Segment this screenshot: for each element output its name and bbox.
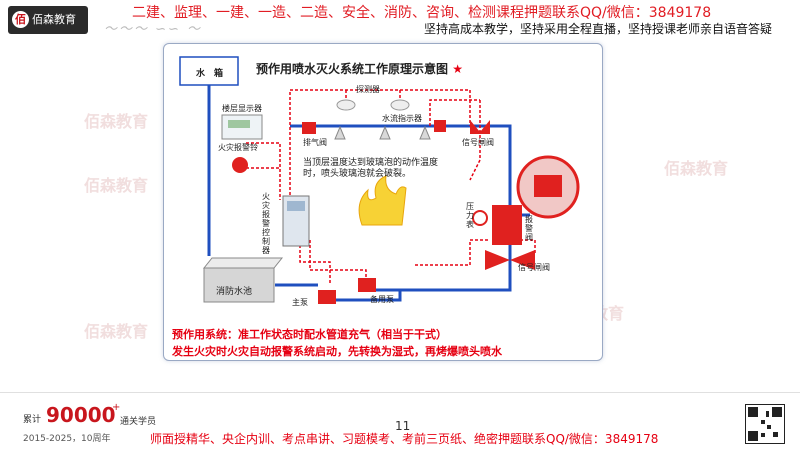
watermark: 佰森教育 xyxy=(664,159,729,178)
stat-prefix: 累计 xyxy=(23,415,42,425)
pressure-switch-label: 压力表 xyxy=(466,202,474,229)
handwriting-annotation: 〜〜〜 ∽∽ 〜 xyxy=(104,22,203,37)
brand-logo[interactable]: 佰 佰森教育 xyxy=(8,6,88,34)
exhaust-valve xyxy=(302,122,316,134)
scrolling-marquee: 二建、监理、一建、一造、二造、安全、消防、咨询、检测课程押题联系QQ/微信：38… xyxy=(132,5,712,21)
watermark: 佰森教育 xyxy=(84,322,149,341)
star-icon: ★ xyxy=(452,62,463,76)
diagram-title-text: 预作用喷水灭火系统工作原理示意图 xyxy=(256,62,449,76)
page-number: 11 xyxy=(395,419,411,433)
qr-code[interactable] xyxy=(745,404,785,444)
fire-bell-label: 火灾报警铃 xyxy=(218,143,258,152)
detector-icon xyxy=(390,99,410,111)
standby-pump-label: 备用泵 xyxy=(370,295,394,304)
fire-bell xyxy=(232,157,248,173)
control-panel-label: 火灾报警控制器 xyxy=(262,192,270,255)
alarm-valve xyxy=(492,205,522,245)
main-pump-label: 主泵 xyxy=(292,298,308,307)
flow-indicator-label: 水流指示器 xyxy=(382,114,422,123)
fire-flames xyxy=(358,175,407,226)
sprinkler-heads xyxy=(334,125,431,140)
promo-text: 坚持高成本教学，坚持采用全程直播，坚持授课老师亲自语音答疑 xyxy=(424,22,773,36)
water-tank-label: 水 箱 xyxy=(196,69,224,79)
water-tank xyxy=(179,56,239,86)
flow-indicator xyxy=(434,120,446,132)
stat-plus: + xyxy=(112,402,121,413)
caption-line-1: 预作用系统：准工作状态时配水管道充气（相当于干式） xyxy=(172,328,447,341)
qr-code-icon xyxy=(748,407,782,441)
sprinkler-note: 当顶层温度达到玻璃泡的动作温度时，喷头玻璃泡就会破裂。 xyxy=(303,158,439,179)
signal-valve-bottom xyxy=(485,250,535,270)
water-pipes xyxy=(207,85,530,302)
pressure-gauge xyxy=(472,210,488,226)
stat-number: 90000 xyxy=(46,403,116,427)
watermark: 佰森教育 xyxy=(84,176,149,195)
alarm-valve-label: 报警阀 xyxy=(525,215,533,242)
exhaust-valve-label: 排气阀 xyxy=(303,138,327,147)
brand-logo-text: 佰森教育 xyxy=(32,13,76,26)
footer-divider xyxy=(0,392,800,393)
signal-valve-top-label: 信号闸阀 xyxy=(462,138,494,147)
floor-display-label: 楼层显示器 xyxy=(222,104,262,113)
anniversary-years: 2015-2025，10周年 xyxy=(23,434,111,444)
main-pump xyxy=(318,290,336,304)
standby-pump xyxy=(358,278,376,292)
signal-valve-bottom-label: 信号闸阀 xyxy=(518,263,550,272)
diagram-title: 预作用喷水灭火系统工作原理示意图 ★ xyxy=(256,60,463,77)
detector-icon xyxy=(336,99,356,111)
top-banner: 佰 佰森教育 〜〜〜 ∽∽ 〜 二建、监理、一建、一造、二造、安全、消防、咨询、… xyxy=(0,0,800,40)
fire-pool-label: 消防水池 xyxy=(216,287,253,297)
signal-valve-top xyxy=(470,120,490,134)
brand-logo-mark: 佰 xyxy=(12,11,29,28)
footer-promo: 师面授精华、央企内训、考点串讲、习题模考、考前三页纸、绝密押题联系QQ/微信：3… xyxy=(150,432,659,446)
stat-suffix: 通关学员 xyxy=(120,417,157,427)
watermark: 佰森教育 xyxy=(84,112,149,131)
detector-label: 探测器 xyxy=(356,85,380,94)
caption-line-2: 发生火灾时火灾自动报警系统启动，先转换为湿式，再烤爆喷头喷水 xyxy=(172,345,502,358)
